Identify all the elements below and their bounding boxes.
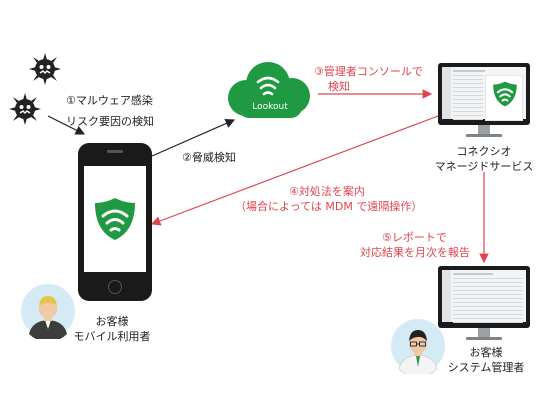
arrow-console-to-phone (150, 115, 439, 226)
user-avatar-icon (391, 319, 445, 374)
monitor-screen (442, 270, 526, 324)
arrow-virus-to-phone (47, 115, 86, 135)
lookout-shield-icon (95, 198, 135, 240)
arrow-phone-to-cloud (151, 118, 236, 157)
step4-label: ④対処法を案内 （場合によっては MDM で遠隔操作） (235, 185, 423, 213)
mobile-user-label: お客様 モバイル利用者 (73, 315, 151, 343)
monitor-stand (478, 328, 490, 338)
step2-label: ②脅威検知 (182, 151, 236, 164)
step3-label: ③管理者コンソールで 検知 (314, 65, 423, 93)
cloud-label: Lookout (252, 102, 288, 112)
monitor-base (466, 134, 502, 137)
user-avatar-icon (21, 284, 75, 339)
phone-screen (84, 166, 146, 272)
monitor-base (466, 337, 502, 340)
smartphone-icon (78, 143, 152, 301)
lookout-shield-icon (493, 81, 517, 107)
virus-icon (29, 53, 61, 85)
phone-speaker (107, 150, 123, 153)
monitor-screen (442, 67, 526, 121)
virus-icon (9, 93, 41, 125)
sys-admin-label: お客様 システム管理者 (447, 346, 525, 374)
lookout-shield-icon (256, 76, 280, 96)
monitor-icon (438, 266, 530, 328)
service-label: コネクシオ マネージドサービス (434, 145, 534, 173)
home-button (108, 280, 122, 294)
step1-label: ①マルウェア感染 リスク要因の検知 (66, 94, 154, 128)
step5-label: ⑤レポートで 対応結果を月次を報告 (360, 231, 470, 259)
monitor-stand (478, 125, 490, 135)
lookout-cloud (228, 62, 310, 118)
monitor-icon (438, 63, 530, 125)
